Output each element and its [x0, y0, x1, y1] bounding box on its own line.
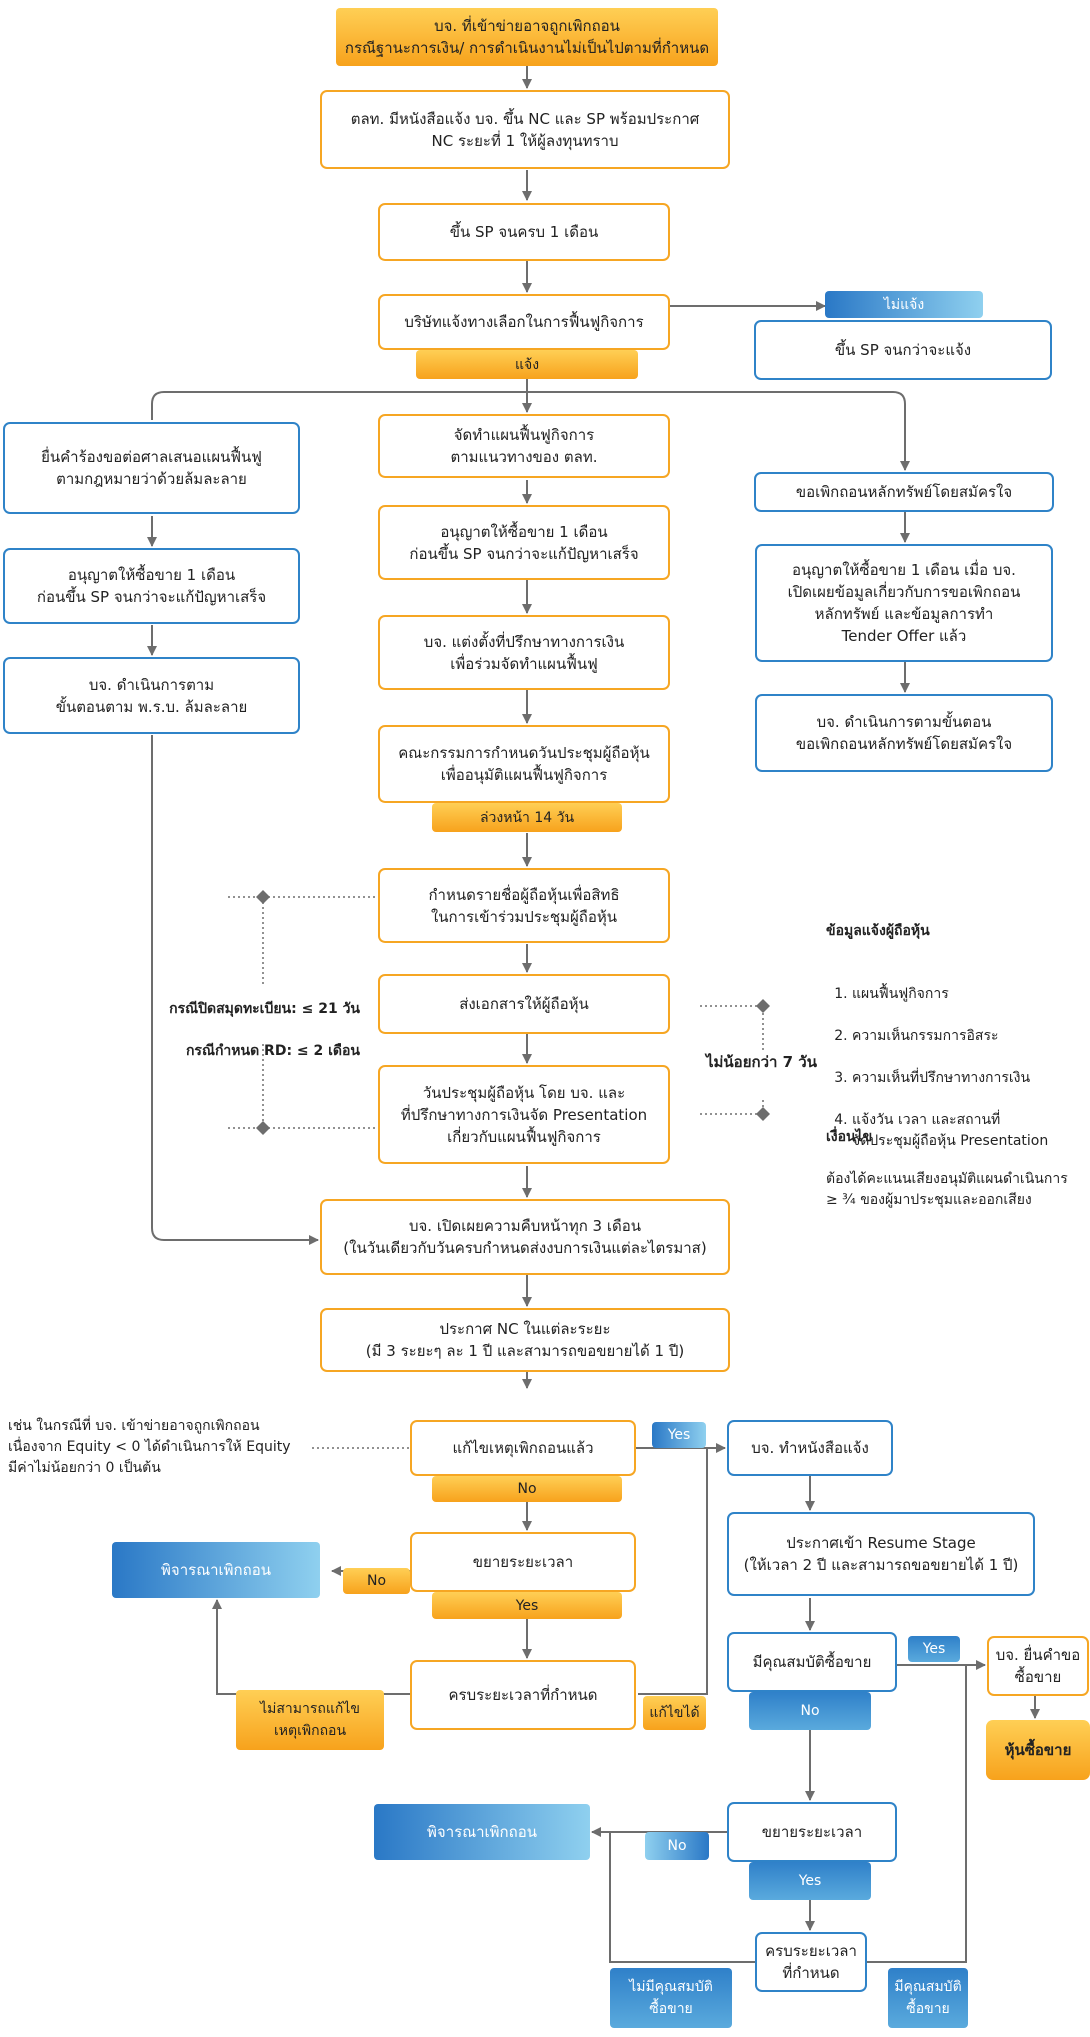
qualified-box: มีคุณสมบัติซื้อขาย: [727, 1632, 897, 1692]
condition-title: เงื่อนไข: [826, 1129, 873, 1145]
advance-tag: ล่วงหน้า 14 วัน: [432, 803, 622, 832]
disclose-box: บจ. เปิดเผยความคืบหน้าทุก 3 เดือน (ในวัน…: [320, 1199, 730, 1275]
due-box-1: ครบระยะเวลาที่กำหนด: [410, 1660, 636, 1730]
not-notify-tag: ไม่แจ้ง: [825, 291, 983, 318]
yes-tag-2: Yes: [432, 1592, 622, 1619]
no-tag-1: No: [432, 1476, 622, 1502]
extend-box-2: ขยายระยะเวลา: [727, 1802, 897, 1862]
resume-box: ประกาศเข้า Resume Stage (ให้เวลา 2 ปี แล…: [727, 1512, 1035, 1596]
announce-nc-box: ประกาศ NC ในแต่ละระยะ (มี 3 ระยะๆ ละ 1 ป…: [320, 1308, 730, 1372]
closing-line-1: กรณีปิดสมุดทะเบียน: ≤ 21 วัน: [169, 1001, 360, 1017]
due-box-2: ครบระยะเวลา ที่กำหนด: [755, 1932, 867, 1992]
left-trade-box: อนุญาตให้ซื้อขาย 1 เดือน ก่อนขึ้น SP จนก…: [3, 548, 300, 624]
court-petition-box: ยื่นคำร้องขอต่อศาลเสนอแผนฟื้นฟู ตามกฎหมา…: [3, 422, 300, 514]
yes-tag-4: Yes: [749, 1862, 871, 1900]
info-note: ข้อมูลแจ้งผู้ถือหุ้น แผนฟื้นฟูกิจการ ควา…: [826, 900, 1088, 1194]
shares-trade-box: หุ้นซื้อขาย: [986, 1720, 1090, 1780]
board-box: คณะกรรมการกำหนดวันประชุมผู้ถือหุ้น เพื่อ…: [378, 725, 670, 803]
bankruptcy-box: บจ. ดำเนินการตาม ขั้นตอนตาม พ.ร.บ. ล้มละ…: [3, 657, 300, 734]
not-qualified-tag: ไม่มีคุณสมบัติ ซื้อขาย: [610, 1968, 732, 2028]
set-notice-box: ตลท. มีหนังสือแจ้ง บจ. ขึ้น NC และ SP พร…: [320, 90, 730, 169]
closing-line-2: กรณีกำหนด RD: ≤ 2 เดือน: [185, 1043, 360, 1059]
min-days-note: ไม่น้อยกว่า 7 วัน: [706, 1053, 817, 1071]
record-date-box: กำหนดรายชื่อผู้ถือหุ้นเพื่อสิทธิ ในการเข…: [378, 868, 670, 943]
center-trade-box: อนุญาตให้ซื้อขาย 1 เดือน ก่อนขึ้น SP จนก…: [378, 505, 670, 580]
voluntary-box: ขอเพิกถอนหลักทรัพย์โดยสมัครใจ: [754, 472, 1054, 512]
info-item-2: ความเห็นกรรมการอิสระ: [852, 1026, 1088, 1047]
no-tag-4: No: [645, 1832, 709, 1860]
consider-box-1: พิจารณาเพิกถอน: [112, 1542, 320, 1598]
voluntary-proc-box: บจ. ดำเนินการตามขั้นตอน ขอเพิกถอนหลักทรั…: [755, 694, 1053, 772]
start-box: บจ. ที่เข้าข่ายอาจถูกเพิกถอน กรณีฐานะการ…: [336, 8, 718, 66]
is-qualified-tag: มีคุณสมบัติ ซื้อขาย: [888, 1968, 968, 2028]
can-fix-tag: แก้ไขได้: [643, 1696, 706, 1730]
right-trade-box: อนุญาตให้ซื้อขาย 1 เดือน เมื่อ บจ. เปิดเ…: [755, 544, 1053, 662]
consider-box-2: พิจารณาเพิกถอน: [374, 1804, 590, 1860]
sp-month-box: ขึ้น SP จนครบ 1 เดือน: [378, 203, 670, 261]
sp-until-box: ขึ้น SP จนกว่าจะแจ้ง: [754, 320, 1052, 380]
info-item-1: แผนฟื้นฟูกิจการ: [852, 984, 1088, 1005]
notify-tag: แจ้ง: [416, 350, 638, 379]
info-title: ข้อมูลแจ้งผู้ถือหุ้น: [826, 923, 930, 939]
fixed-box: แก้ไขเหตุเพิกถอนแล้ว: [410, 1420, 636, 1476]
extend-box-1: ขยายระยะเวลา: [410, 1532, 636, 1592]
send-docs-box: ส่งเอกสารให้ผู้ถือหุ้น: [378, 974, 670, 1034]
meeting-box: วันประชุมผู้ถือหุ้น โดย บจ. และ ที่ปรึกษ…: [378, 1065, 670, 1164]
closing-period-note: กรณีปิดสมุดทะเบียน: ≤ 21 วัน กรณีกำหนด R…: [160, 978, 360, 1083]
condition-text: ต้องได้คะแนนเสียงอนุมัติแผนดำเนินการ ≥ ¾…: [826, 1171, 1068, 1208]
no-tag-2: No: [343, 1568, 410, 1594]
apply-trade-box: บจ. ยื่นคำขอ ซื้อขาย: [987, 1636, 1089, 1696]
info-item-4: แจ้งวัน เวลา และสถานที่ จัดประชุมผู้ถือห…: [852, 1110, 1088, 1152]
rehab-plan-box: จัดทำแผนฟื้นฟูกิจการ ตามแนวทางของ ตลท.: [378, 414, 670, 478]
cannot-fix-tag: ไม่สามารถแก้ไข เหตุเพิกถอน: [236, 1690, 384, 1750]
co-letter-box: บจ. ทำหนังสือแจ้ง: [727, 1420, 893, 1476]
company-option-box: บริษัทแจ้งทางเลือกในการฟื้นฟูกิจการ: [378, 294, 670, 350]
info-item-3: ความเห็นที่ปรึกษาทางการเงิน: [852, 1068, 1088, 1089]
yes-tag-3: Yes: [908, 1636, 960, 1662]
info-list: แผนฟื้นฟูกิจการ ความเห็นกรรมการอิสระ ควา…: [826, 963, 1088, 1173]
advisor-box: บจ. แต่งตั้งที่ปรึกษาทางการเงิน เพื่อร่ว…: [378, 615, 670, 690]
condition-note: เงื่อนไข ต้องได้คะแนนเสียงอนุมัติแผนดำเน…: [826, 1106, 1088, 1232]
no-tag-3: No: [749, 1692, 871, 1730]
example-note: เช่น ในกรณีที่ บจ. เข้าข่ายอาจถูกเพิกถอน…: [8, 1418, 291, 1476]
yes-tag-1: Yes: [652, 1422, 706, 1448]
